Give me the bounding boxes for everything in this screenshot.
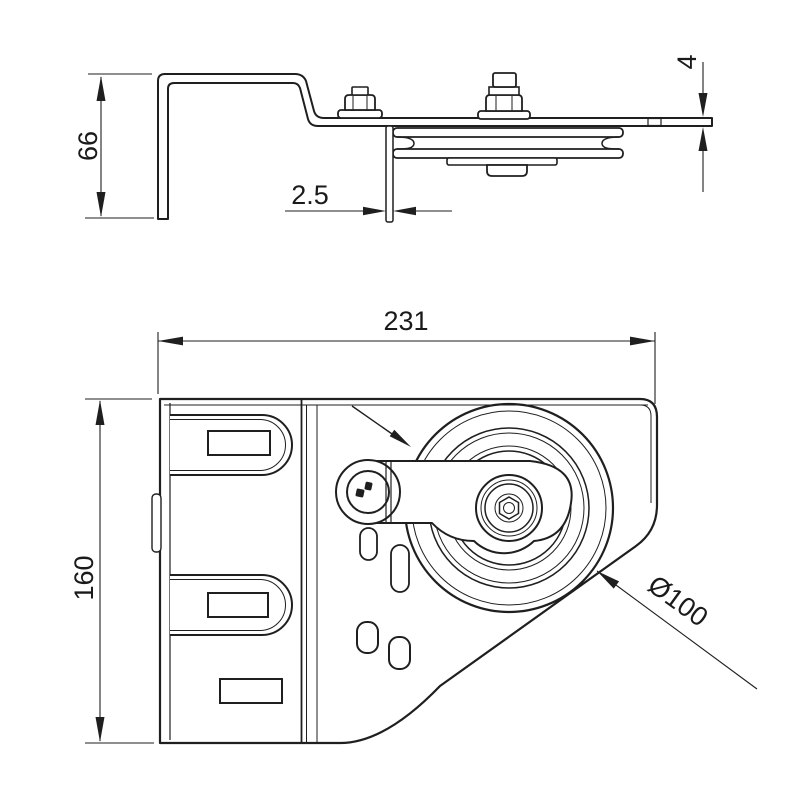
obround-hole-1: [359, 527, 378, 561]
pulley-hub: [475, 474, 543, 542]
dimension-diameter-100: Ø100: [596, 569, 758, 690]
main-bolt-assembly: [477, 72, 531, 120]
bracket-profile: [157, 73, 713, 220]
rect-hole-top: [207, 430, 271, 456]
obround-hole-4: [388, 636, 411, 670]
front-view: 231 160 Ø100: [69, 306, 758, 745]
dim-4-label: 4: [672, 54, 702, 69]
left-edge-tab: [151, 493, 162, 553]
obround-hole-3: [356, 621, 379, 654]
pulley-side-profile: [392, 127, 624, 177]
small-bolt-assembly: [337, 86, 383, 119]
plate-end-tab: [647, 117, 662, 127]
embossed-slot-middle: [170, 574, 293, 636]
dimension-160: 160: [69, 398, 154, 744]
pivot-boss: [335, 459, 401, 525]
dimension-2-5: 2.5: [285, 180, 452, 216]
axle-washer-bottom: [446, 157, 558, 166]
dimension-4: 4: [672, 54, 708, 192]
tab-2-5: [385, 125, 394, 223]
dim-2-5-label: 2.5: [291, 180, 329, 210]
dim-231-label: 231: [383, 306, 428, 336]
leader-arrow: [351, 405, 411, 447]
pivot-drive-marks: [355, 481, 373, 498]
axle-nut-bottom: [486, 164, 528, 177]
embossed-slot-top: [170, 414, 293, 476]
dimension-66: 66: [73, 73, 154, 219]
dim-66-label: 66: [73, 131, 103, 161]
rect-hole-bottom: [219, 678, 283, 704]
rect-hole-middle: [207, 592, 269, 618]
side-view: 66 4 2.5: [73, 54, 713, 223]
dimension-231: 231: [157, 306, 656, 404]
dim-diameter-label: Ø100: [642, 569, 713, 632]
obround-hole-2: [390, 544, 410, 593]
dim-160-label: 160: [69, 555, 99, 600]
axle-hex-nut: [498, 496, 520, 520]
